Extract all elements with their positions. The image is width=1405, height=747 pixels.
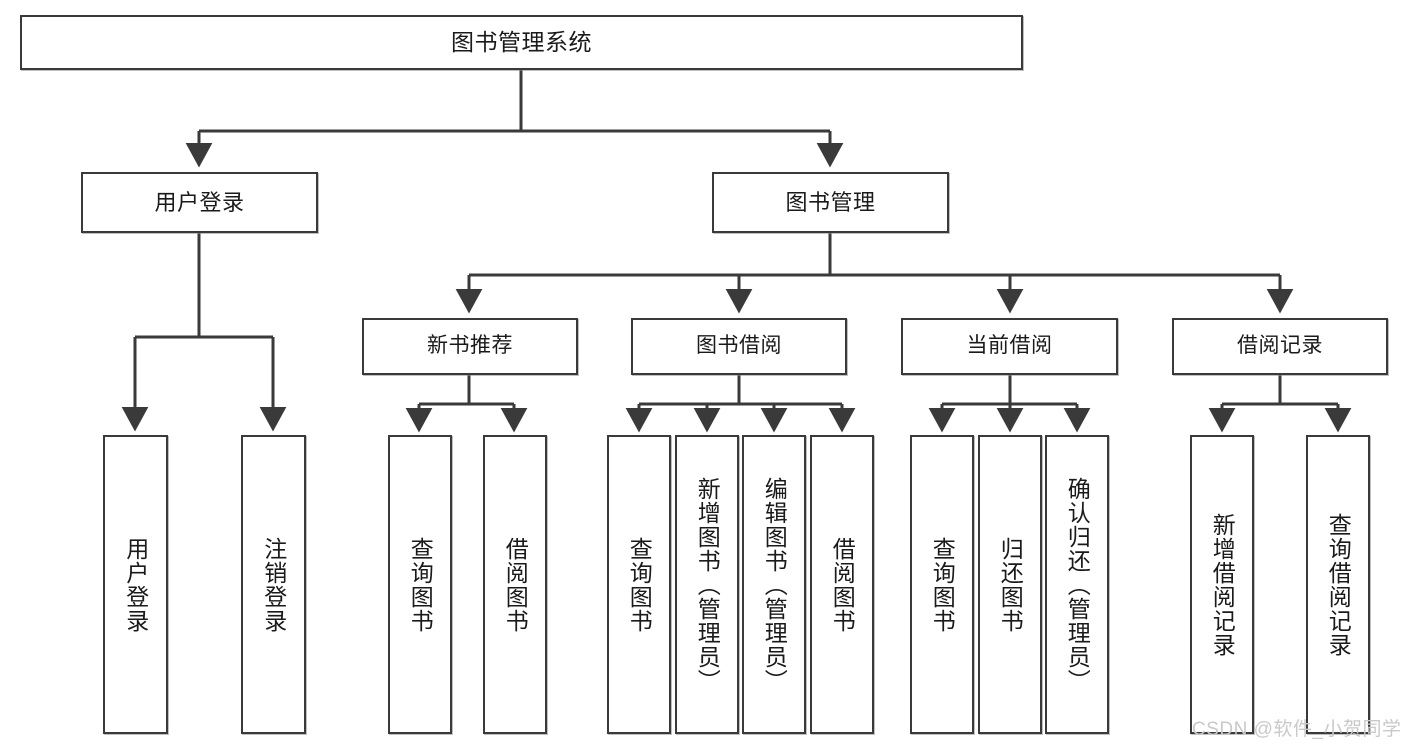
node-label: 注销登录 [260, 536, 287, 633]
node-current-borrow[interactable]: 当前借阅 [901, 318, 1118, 375]
leaf-user-login[interactable]: 用户登录 [103, 435, 168, 734]
node-label: 新增借阅记录 [1209, 512, 1236, 657]
node-label: 查询图书 [929, 536, 956, 633]
leaf-return-book[interactable]: 归还图书 [978, 435, 1042, 734]
node-label: 查询图书 [626, 536, 653, 633]
leaf-query-book-current[interactable]: 查询图书 [910, 435, 974, 734]
node-label: 图书借阅 [696, 334, 782, 358]
node-label: 图书管理系统 [451, 28, 592, 55]
leaf-query-borrow-record[interactable]: 查询借阅记录 [1306, 435, 1370, 734]
leaf-edit-book-admin[interactable]: 编辑图书（管理员） [742, 435, 806, 734]
node-label: 查询借阅记录 [1325, 512, 1352, 657]
node-new-book-recommend[interactable]: 新书推荐 [362, 318, 578, 375]
leaf-confirm-return-admin[interactable]: 确认归还（管理员） [1045, 435, 1109, 734]
node-label: 编辑图书（管理员） [761, 476, 788, 693]
node-user-login[interactable]: 用户登录 [81, 172, 318, 233]
leaf-borrow-book[interactable]: 借阅图书 [810, 435, 874, 734]
node-label: 图书管理 [785, 189, 876, 215]
node-label: 查询图书 [407, 536, 434, 633]
leaf-query-book-borrow[interactable]: 查询图书 [607, 435, 671, 734]
node-label: 用户登录 [122, 536, 149, 633]
node-label: 确认归还（管理员） [1064, 476, 1091, 693]
node-label: 新增图书（管理员） [694, 476, 721, 693]
node-label: 新书推荐 [427, 334, 513, 358]
leaf-query-book-recommend[interactable]: 查询图书 [388, 435, 452, 734]
node-label: 当前借阅 [966, 334, 1053, 358]
node-label: 用户登录 [154, 189, 245, 215]
node-root-book-management-system[interactable]: 图书管理系统 [20, 15, 1023, 70]
node-label: 借阅图书 [829, 536, 856, 633]
node-label: 借阅记录 [1237, 334, 1323, 358]
leaf-add-book-admin[interactable]: 新增图书（管理员） [675, 435, 739, 734]
node-label: 借阅图书 [502, 536, 529, 633]
leaf-borrow-book-recommend[interactable]: 借阅图书 [483, 435, 547, 734]
watermark: CSDN @软件_小贺同学 [1192, 719, 1402, 740]
node-book-borrow[interactable]: 图书借阅 [631, 318, 847, 375]
node-label: 归还图书 [997, 536, 1024, 633]
leaf-logout[interactable]: 注销登录 [241, 435, 306, 734]
leaf-add-borrow-record[interactable]: 新增借阅记录 [1190, 435, 1254, 734]
node-book-management[interactable]: 图书管理 [712, 172, 949, 233]
node-borrow-record[interactable]: 借阅记录 [1172, 318, 1388, 375]
